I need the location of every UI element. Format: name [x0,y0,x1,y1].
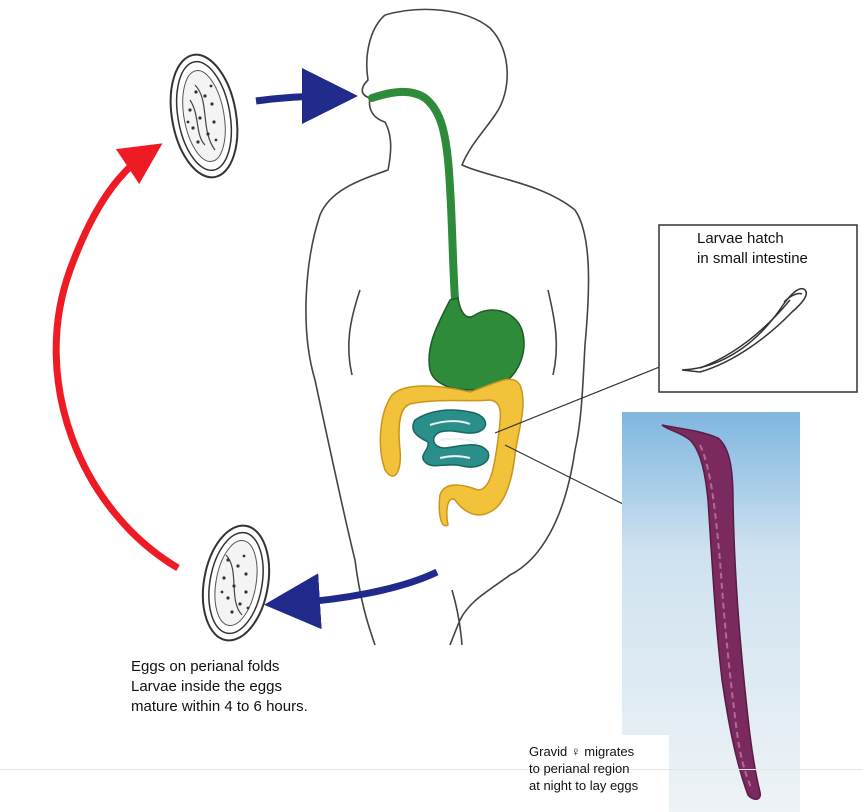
gravid-female-caption: Gravid ♀ migrates to perianal region at … [529,743,638,794]
eggs-caption-line-1: Eggs on perianal folds [131,657,308,677]
perianal-egg-icon [194,520,277,645]
gravid-caption-line-1: Gravid ♀ migrates [529,743,638,760]
esophagus [372,92,455,300]
eggs-caption-line-2: Larvae inside the eggs [131,677,308,697]
reinfection-arrow [56,155,178,568]
gravid-caption-line-3: at night to lay eggs [529,777,638,794]
bottom-divider [0,769,863,770]
hatch-caption-line-1: Larvae hatch [697,229,808,249]
hatch-caption-line-2: in small intestine [697,249,808,269]
ingested-egg-icon [162,49,247,182]
eggs-caption-line-3: mature within 4 to 6 hours. [131,697,308,717]
stomach [429,298,524,390]
eggs-caption: Eggs on perianal folds Larvae inside the… [131,657,308,717]
gravid-caption-line-2: to perianal region [529,760,638,777]
larvae-hatch-caption: Larvae hatch in small intestine [697,229,808,269]
ingestion-arrow [256,96,330,101]
egg-laying-arrow [292,572,437,603]
